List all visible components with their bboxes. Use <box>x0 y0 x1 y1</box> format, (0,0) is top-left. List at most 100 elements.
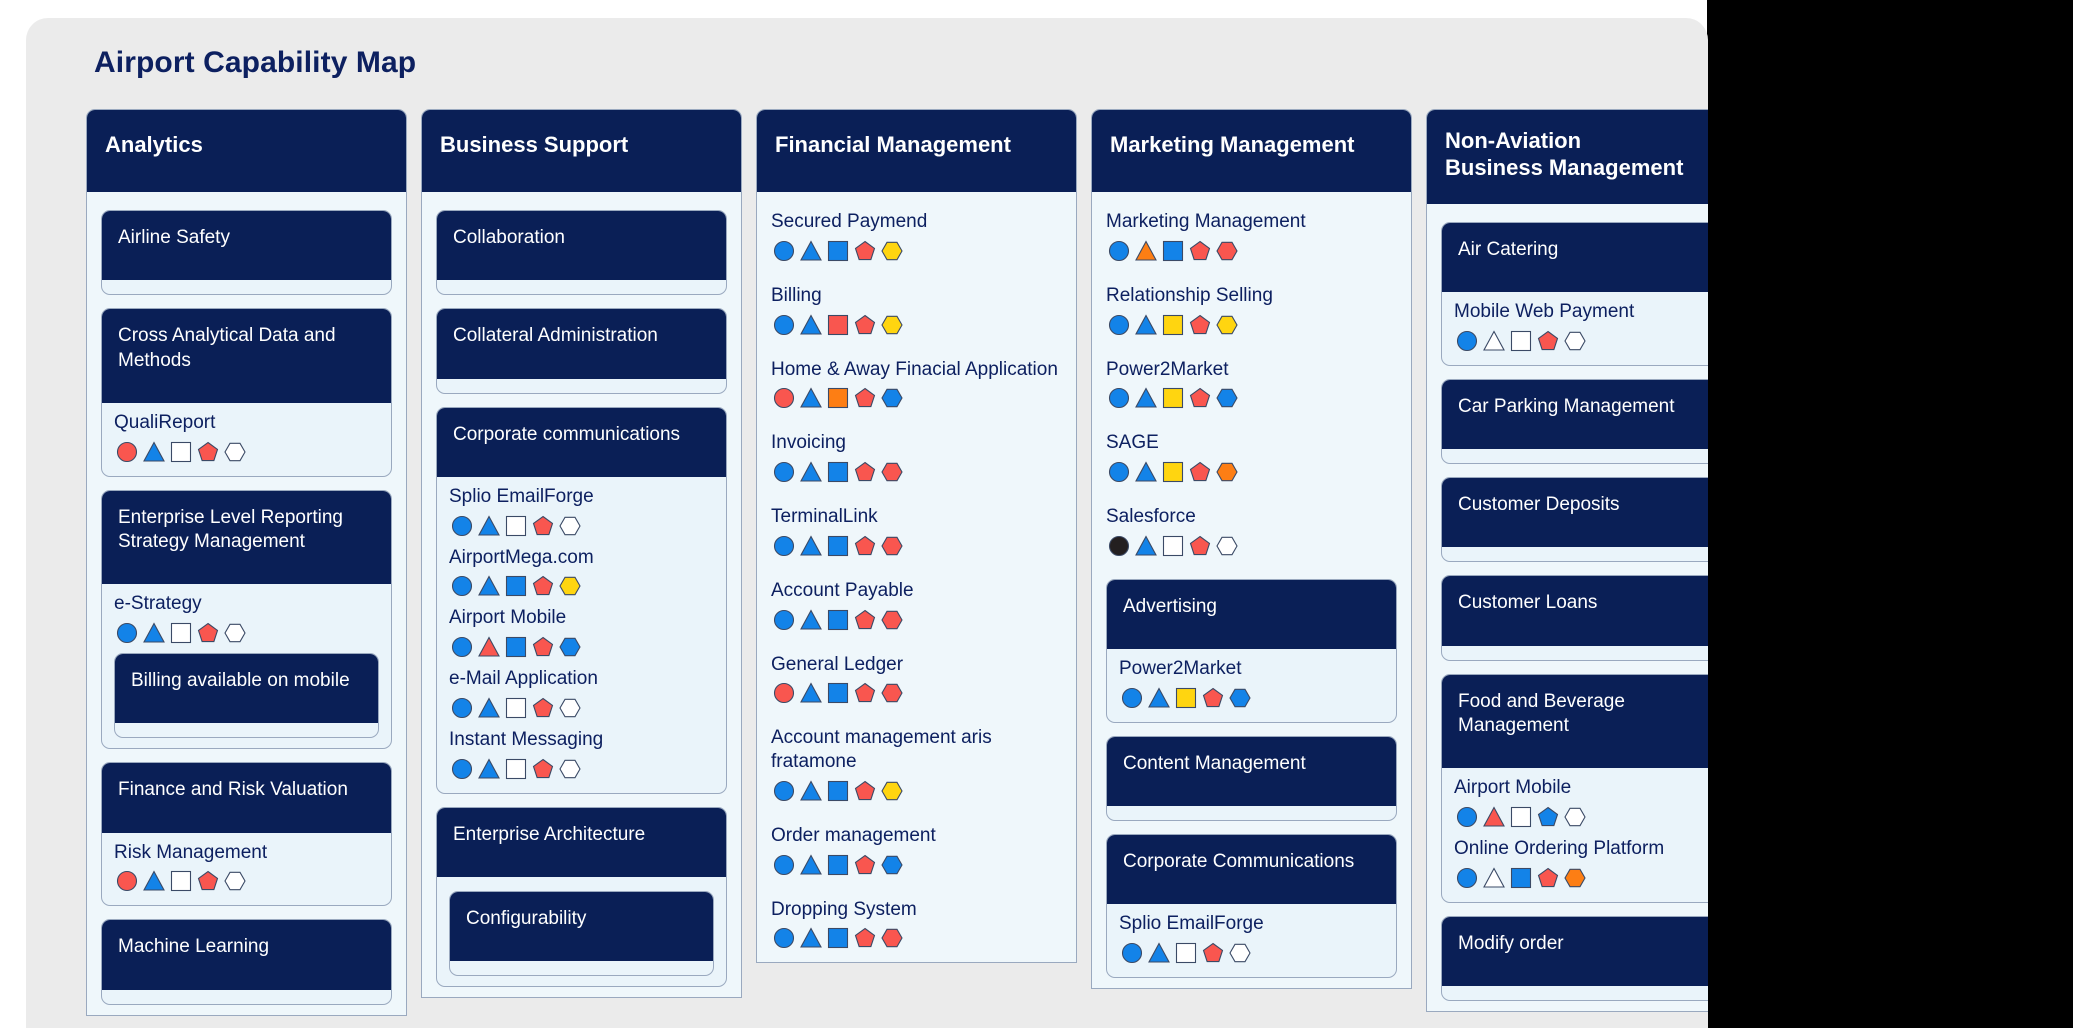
app-shape-row <box>1106 532 1397 560</box>
pentagon-icon <box>530 513 556 539</box>
application-item[interactable]: Order management <box>771 824 1062 879</box>
circle-icon <box>771 925 797 951</box>
application-label: Order management <box>771 824 936 846</box>
circle-icon <box>771 312 797 338</box>
application-item[interactable]: e-Strategy <box>114 592 379 647</box>
application-item[interactable]: Power2Market <box>1119 657 1384 712</box>
application-label: Power2Market <box>1119 658 1242 680</box>
application-item[interactable]: General Ledger <box>771 653 1062 708</box>
capability-card[interactable]: Customer Loans <box>1441 575 1708 661</box>
triangle-icon <box>798 459 824 485</box>
circle-icon <box>771 238 797 264</box>
pentagon-icon <box>1187 385 1213 411</box>
hexagon-icon <box>1562 865 1588 891</box>
application-item[interactable]: AirportMega.com <box>449 546 714 601</box>
app-shape-row <box>449 512 714 540</box>
app-shape-row <box>1119 939 1384 967</box>
pentagon-icon <box>852 459 878 485</box>
application-item[interactable]: Home & Away Finacial Application <box>771 358 1062 413</box>
capability-card[interactable]: Customer Deposits <box>1441 477 1708 563</box>
app-shape-row <box>771 851 1062 879</box>
app-shape-row <box>1106 237 1397 265</box>
circle-icon <box>114 439 140 465</box>
hexagon-icon <box>879 238 905 264</box>
capability-body <box>1107 806 1396 820</box>
triangle-icon <box>798 925 824 951</box>
hexagon-icon <box>1214 312 1240 338</box>
capability-body <box>115 723 378 737</box>
capability-card[interactable]: Billing available on mobile <box>114 653 379 739</box>
pentagon-icon <box>530 634 556 660</box>
capability-title: Airline Safety <box>102 211 391 281</box>
capability-title: Billing available on mobile <box>115 654 378 724</box>
application-item[interactable]: Online Ordering Platform <box>1454 837 1708 892</box>
application-item[interactable]: Mobile Web Payment <box>1454 300 1708 355</box>
application-item[interactable]: Account management aris fratamone <box>771 726 1062 805</box>
capability-card[interactable]: Content Management <box>1106 735 1397 822</box>
application-item[interactable]: Power2Market <box>1106 358 1397 413</box>
capability-card[interactable]: Modify order <box>1441 915 1708 1002</box>
pentagon-icon <box>852 852 878 878</box>
application-item[interactable]: QualiReport <box>114 411 379 466</box>
triangle-icon <box>476 756 502 782</box>
circle-icon <box>1454 804 1480 830</box>
triangle-icon <box>141 439 167 465</box>
application-item[interactable]: Airport Mobile <box>1454 776 1708 831</box>
app-shape-row <box>449 633 714 661</box>
capability-title: Finance and Risk Valuation <box>102 763 391 833</box>
app-shape-row <box>1454 803 1708 831</box>
capability-card[interactable]: Configurability <box>449 891 714 977</box>
application-item[interactable]: Dropping System <box>771 898 1062 953</box>
pentagon-icon <box>1187 533 1213 559</box>
hexagon-icon <box>879 459 905 485</box>
application-item[interactable]: Instant Messaging <box>449 728 714 783</box>
application-item[interactable]: TerminalLink <box>771 505 1062 560</box>
application-item[interactable]: Account Payable <box>771 579 1062 634</box>
application-item[interactable]: Relationship Selling <box>1106 284 1397 339</box>
square-icon <box>503 695 529 721</box>
capability-card[interactable]: Airline Safety <box>101 210 392 296</box>
application-label: Mobile Web Payment <box>1454 300 1635 322</box>
application-item[interactable]: Invoicing <box>771 431 1062 486</box>
pentagon-icon <box>1187 238 1213 264</box>
application-item[interactable]: Marketing Management <box>1106 210 1397 265</box>
triangle-icon <box>798 238 824 264</box>
triangle-icon <box>1481 804 1507 830</box>
application-item[interactable]: Billing <box>771 284 1062 339</box>
triangle-icon <box>141 620 167 646</box>
pentagon-icon <box>195 620 221 646</box>
application-item[interactable]: Salesforce <box>1106 505 1397 560</box>
application-item[interactable]: Splio EmailForge <box>1119 912 1384 967</box>
application-item[interactable]: e-Mail Application <box>449 667 714 722</box>
capability-card[interactable]: Car Parking Management <box>1441 378 1708 465</box>
capability-title: Modify order <box>1442 916 1708 987</box>
triangle-icon <box>798 680 824 706</box>
application-item[interactable]: Splio EmailForge <box>449 485 714 540</box>
pentagon-icon <box>852 925 878 951</box>
application-label: Home & Away Finacial Application <box>771 358 1058 380</box>
application-item[interactable]: Risk Management <box>114 841 379 896</box>
square-icon <box>503 634 529 660</box>
triangle-icon <box>1146 685 1172 711</box>
application-item[interactable]: Airport Mobile <box>449 606 714 661</box>
pentagon-icon <box>852 680 878 706</box>
application-item[interactable]: Secured Paymend <box>771 210 1062 265</box>
capability-card[interactable]: Machine Learning <box>101 919 392 1005</box>
hexagon-icon <box>1227 685 1253 711</box>
capability-card[interactable]: Collateral Administration <box>436 308 727 394</box>
capability-card[interactable]: Collaboration <box>436 210 727 296</box>
application-label: Online Ordering Platform <box>1454 838 1665 860</box>
capability-card[interactable]: Enterprise Level Reporting Strategy Mana… <box>101 489 392 750</box>
application-item[interactable]: SAGE <box>1106 431 1397 486</box>
